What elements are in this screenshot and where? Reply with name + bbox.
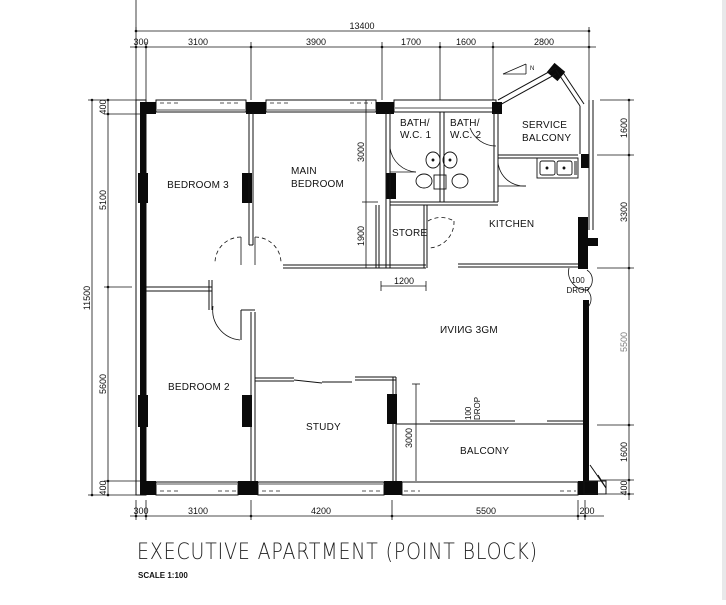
dim-bottom-4: 5500: [476, 506, 496, 516]
room-label-service-balcony-1: SERVICE: [522, 120, 567, 131]
right-dimensions: [597, 99, 634, 500]
room-label-bath-2a: BATH/: [450, 118, 480, 129]
dim-right-4: 1600: [619, 442, 629, 462]
dim-left-overall: 11500: [82, 286, 92, 310]
room-label-bath-1a: BATH/: [400, 118, 430, 129]
dim-main-bedroom-upper: 3000: [356, 142, 366, 162]
dim-left-2: 5100: [98, 190, 108, 210]
dim-right-2: 3300: [619, 202, 629, 222]
dim-balcony-depth: 3000: [404, 428, 414, 448]
room-label-bedroom-2: BEDROOM 2: [168, 382, 230, 393]
kitchen-drop-label: DROP: [566, 286, 589, 295]
room-label-study: STUDY: [306, 422, 341, 433]
north-arrow-icon: N: [502, 63, 534, 75]
dim-top-4: 1700: [401, 37, 421, 47]
dim-bottom-5: 200: [579, 506, 594, 516]
dim-top-overall: 13400: [349, 21, 374, 31]
dim-top-5: 1600: [456, 37, 476, 47]
dim-left-1: 400: [98, 99, 108, 114]
dim-top-1: 300: [133, 37, 148, 47]
photo-edge: [722, 0, 726, 600]
structural-columns: [138, 62, 598, 495]
room-label-living-dining: ИVIИG 3GM: [440, 325, 498, 336]
dim-top-6: 2800: [534, 37, 554, 47]
door-swings: [212, 127, 593, 341]
room-label-main-bedroom-2: BEDROOM: [291, 179, 344, 190]
dim-top-3: 3900: [306, 37, 326, 47]
dim-bottom-3: 4200: [311, 506, 331, 516]
dim-bottom-2: 3100: [188, 506, 208, 516]
dim-right-1: 1600: [619, 118, 629, 138]
svg-text:N: N: [530, 66, 534, 72]
balcony-drop-label: DROP: [473, 397, 482, 420]
plan-title: EXECUTIVE APARTMENT (POINT BLOCK): [137, 540, 538, 565]
room-label-main-bedroom-1: MAIN: [291, 166, 317, 177]
balcony-drop-value: 100: [464, 406, 473, 420]
plan-scale: SCALE 1:100: [138, 571, 188, 580]
kitchen-drop-value: 100: [571, 276, 585, 285]
room-label-bath-1b: W.C. 1: [400, 130, 431, 141]
kitchen-sink: [536, 157, 579, 179]
dim-left-3: 5600: [98, 374, 108, 394]
room-label-store: STORE: [392, 228, 427, 239]
left-dimensions: [88, 99, 140, 496]
dim-right-5: 400: [619, 480, 629, 495]
dim-bottom-1: 300: [133, 506, 148, 516]
room-label-bedroom-3: BEDROOM 3: [167, 180, 229, 191]
dim-main-bedroom-lower: 1900: [356, 226, 366, 246]
room-label-kitchen: KITCHEN: [489, 219, 534, 230]
dim-left-4: 400: [98, 480, 108, 495]
room-label-bath-2b: W.C. 2: [450, 130, 481, 141]
inner-dimensions: [362, 100, 427, 481]
top-dimensions: [130, 0, 596, 100]
interior-walls: [146, 67, 607, 495]
dim-top-2: 3100: [188, 37, 208, 47]
room-label-service-balcony-2: BALCONY: [522, 133, 571, 144]
dim-right-3: 5500: [619, 332, 629, 352]
dim-store-width: 1200: [394, 276, 414, 286]
bath-fixtures: [415, 151, 469, 190]
room-label-balcony: BALCONY: [460, 446, 509, 457]
